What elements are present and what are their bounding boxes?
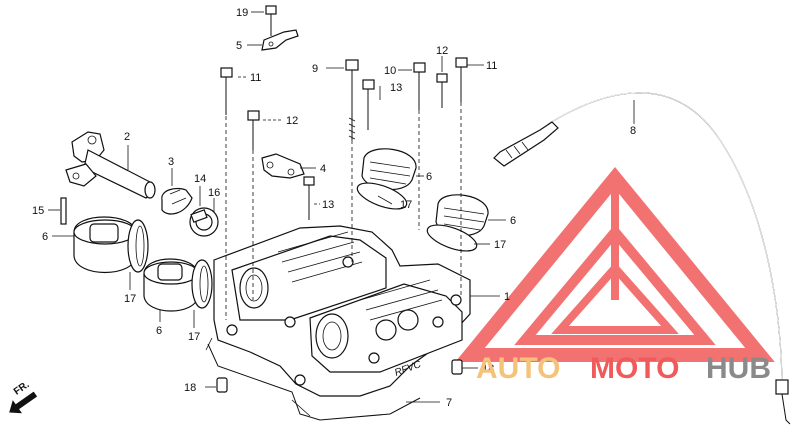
callout-7: 7	[446, 397, 452, 409]
breather-pipe-2	[65, 131, 156, 199]
callout-18-right: 18	[482, 363, 494, 375]
callout-11-right: 11	[486, 60, 497, 72]
callout-13-center: 13	[390, 82, 402, 94]
callout-labels: 19 5 11 12 4 13 9 10 12 11 13 2 3 14 16 …	[32, 7, 636, 409]
dowel-18-left	[216, 377, 228, 393]
callout-12-left: 12	[286, 115, 298, 127]
callout-19: 19	[236, 7, 248, 19]
callout-17-lower-right: 17	[494, 239, 506, 251]
callout-6-upper-right: 6	[426, 171, 432, 183]
callout-1: 1	[504, 291, 510, 303]
seal-14-16	[189, 207, 219, 237]
callout-14: 14	[194, 173, 206, 185]
bolt-11-right	[455, 57, 468, 102]
watermark-logo	[455, 166, 775, 362]
callout-17-left: 17	[124, 293, 136, 305]
callout-6-center: 6	[156, 325, 162, 337]
callout-8: 8	[630, 125, 636, 137]
callout-16: 16	[208, 187, 220, 199]
gasket-7	[205, 337, 421, 421]
bracket-4	[261, 153, 305, 179]
callout-18-left: 18	[184, 382, 196, 394]
head-cover-1: RFVC	[213, 225, 471, 397]
bolt-10	[413, 62, 426, 110]
bolt-13-center	[362, 79, 375, 130]
watermark-part2: MOTO	[590, 352, 679, 385]
callout-2: 2	[124, 131, 130, 143]
callout-4: 4	[320, 163, 326, 175]
cable-8	[493, 92, 791, 425]
callout-5: 5	[236, 40, 242, 52]
callout-15: 15	[32, 205, 44, 217]
watermark-part1: AUTO	[476, 352, 560, 385]
pin-15	[60, 197, 67, 225]
callout-17-upper-right: 17	[400, 199, 412, 211]
bolt-11-left	[220, 67, 233, 115]
bolt-12-right	[436, 73, 448, 108]
bolt-12-left	[247, 110, 260, 150]
cap-6-left	[73, 216, 149, 273]
callout-6-lower-right: 6	[510, 215, 516, 227]
watermark-text: AUTO MOTO HUB	[476, 352, 771, 385]
watermark-part3: HUB	[706, 352, 771, 385]
callout-9: 9	[312, 63, 318, 75]
bolt-19	[261, 5, 299, 51]
callout-6-left: 6	[42, 231, 48, 243]
callout-10: 10	[384, 65, 396, 77]
callout-12-right: 12	[436, 45, 448, 57]
bolt-9	[345, 59, 359, 140]
cap-6-lower-right	[426, 194, 489, 252]
callout-3: 3	[168, 156, 174, 168]
leader-lines	[48, 11, 635, 403]
callout-13-left: 13	[322, 199, 334, 211]
dowel-18-right	[451, 359, 463, 375]
front-label: FR.	[12, 379, 32, 397]
front-arrow: FR.	[9, 379, 38, 414]
callout-17-center: 17	[188, 331, 200, 343]
cap-6-center	[143, 258, 213, 312]
bolt-13-left	[303, 176, 315, 220]
cap-6-upper-right	[356, 148, 417, 210]
callout-11-left: 11	[250, 72, 261, 84]
clip-3	[161, 187, 193, 215]
